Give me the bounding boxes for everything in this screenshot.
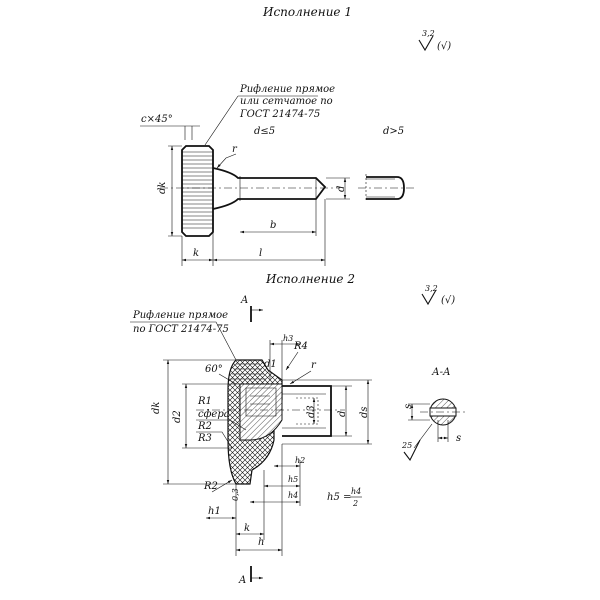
v2-03-label: 0,3: [231, 488, 240, 501]
v2-angle-label: 60°: [205, 364, 223, 375]
v2-h4-label: h4: [288, 491, 298, 500]
v2-h-label: h: [258, 537, 264, 548]
v2-d-label: d: [337, 411, 348, 417]
v2-ds-label: ds: [359, 406, 370, 418]
version-1-shank: [160, 167, 340, 210]
section-a-a: А-А s s 25: [401, 367, 468, 462]
v2-knurl-note-line-1: Рифление прямое: [132, 310, 228, 321]
v2-R2-label: R2: [197, 421, 212, 432]
version-1-view: Исполнение 1 3,2 (√) Рифление прямое или…: [140, 5, 451, 266]
knurl-note-line-2: или сетчатое по: [240, 96, 333, 107]
v2-r-label: r: [311, 360, 317, 371]
section-roughness-value: 25: [401, 441, 412, 450]
roughness-check-icon: [418, 35, 434, 52]
v2-k-label: k: [244, 523, 250, 534]
condition-small: d≤5: [254, 126, 275, 137]
condition-large: d>5: [383, 126, 404, 137]
version-1-roughness-symbol: 3,2 (√): [418, 29, 451, 52]
v1-l-label: l: [259, 248, 262, 259]
section-roughness-icon: [403, 439, 421, 462]
v2-h1-label: h1: [208, 506, 221, 517]
version-2-view: Исполнение 2 3,2 (√) A A Рифление прямое…: [130, 272, 468, 586]
roughness-value: 3,2: [422, 29, 435, 38]
section-a-a-title: А-А: [431, 367, 451, 378]
version-2-threaded-stud: [196, 385, 345, 437]
v2-R4-label: R4: [293, 341, 308, 352]
chamfer-dimension: [140, 125, 200, 140]
v2-h5-formula: h5 = h4 2: [327, 487, 362, 508]
section-marker-top-letter: A: [240, 295, 248, 306]
v1-d-label: d: [336, 186, 347, 192]
v2-R2b-label: R2: [203, 481, 218, 492]
section-s-horizontal-label: s: [456, 433, 461, 444]
v2-R1-label: R1: [197, 396, 212, 407]
roughness-check-icon-2: [421, 289, 437, 306]
v2-d1-label: d1: [264, 359, 277, 370]
svg-text:h5 =: h5 =: [327, 492, 351, 503]
v2-d3-label: d3: [306, 405, 317, 418]
v1-r-leader: [216, 153, 237, 169]
v2-h5-label: h5: [288, 475, 298, 484]
svg-text:2: 2: [352, 499, 358, 508]
knurl-note-line-3: ГОСТ 21474-75: [239, 109, 320, 120]
v1-r-label: r: [232, 144, 238, 155]
section-marker-bottom-letter: A: [238, 575, 246, 586]
version-2-title: Исполнение 2: [265, 272, 355, 286]
roughness-value-2: 3,2: [425, 284, 438, 293]
v2-sphere-label: сфера: [198, 409, 230, 420]
knurl-note-leader: [204, 95, 318, 146]
knurl-note-line-1: Рифление прямое: [239, 84, 335, 95]
v2-R3-label: R3: [197, 433, 212, 444]
v2-knurl-note-leader: [130, 321, 237, 361]
version-1-end-view: [358, 174, 414, 202]
roughness-paren: (√): [437, 41, 451, 52]
svg-text:h4: h4: [351, 487, 361, 496]
version-2-roughness-symbol: 3,2 (√): [421, 284, 455, 306]
chamfer-label: c×45°: [141, 114, 173, 125]
version-1-knurled-head: [181, 145, 214, 237]
version-2-steel-insert: [239, 383, 283, 441]
v2-knurl-note-line-2: по ГОСТ 21474-75: [133, 324, 229, 335]
roughness-paren-2: (√): [441, 295, 455, 306]
version-1-title: Исполнение 1: [262, 5, 352, 19]
v1-b-label: b: [270, 220, 276, 231]
section-s-vertical-label: s: [403, 404, 414, 409]
v2-h3-label: h3: [283, 334, 293, 343]
v2-d2-label: d2: [172, 410, 183, 423]
v2-dk-label: dk: [151, 402, 162, 414]
v1-k-label: k: [193, 248, 199, 259]
v1-dk-label: dk: [157, 182, 168, 194]
